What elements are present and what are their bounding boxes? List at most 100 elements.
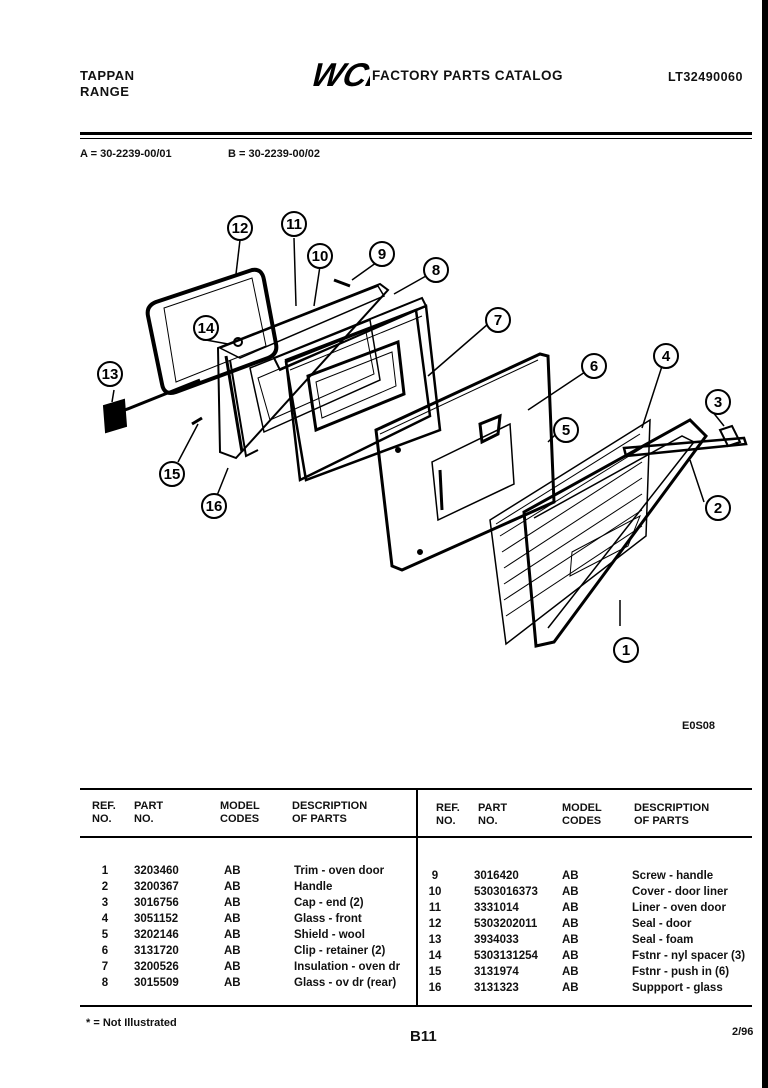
part-9-screw — [333, 278, 351, 288]
part-no: 3202146 — [134, 929, 179, 941]
ref-no: 16 — [428, 982, 442, 994]
part-7-inner-panel — [284, 308, 432, 482]
description: Fstnr - nyl spacer (3) — [632, 950, 746, 962]
ref-no: 7 — [101, 961, 109, 973]
table-top-rule — [80, 788, 752, 790]
model-codes: AB — [224, 945, 241, 957]
model-codes: AB — [224, 897, 241, 909]
model-codes: AB — [562, 982, 579, 994]
part-13-foam-seal — [102, 378, 201, 434]
table-row: 6 3131720 AB Clip - retainer (2) — [94, 943, 424, 959]
table-row: 14 5303131254 AB Fstnr - nyl spacer (3) — [424, 948, 754, 964]
part-no: 3015509 — [134, 977, 179, 989]
ref-no: 8 — [101, 977, 109, 989]
part-no: 3016756 — [134, 897, 179, 909]
part-no: 3016420 — [474, 870, 519, 882]
callout-15: 15 — [164, 466, 181, 483]
description: Suppport - glass — [632, 982, 723, 994]
description: Handle — [294, 881, 333, 893]
table-row: 16 3131323 AB Suppport - glass — [424, 980, 754, 996]
header-model-left: MODEL CODES — [220, 800, 260, 825]
model-codes: AB — [224, 977, 241, 989]
description: Seal - door — [632, 918, 692, 930]
description: Trim - oven door — [294, 865, 385, 877]
description: Liner - oven door — [632, 902, 726, 914]
callout-7: 7 — [494, 312, 502, 329]
model-codes: AB — [562, 918, 579, 930]
model-codes: AB — [562, 966, 579, 978]
footnote: * = Not Illustrated — [86, 1017, 177, 1029]
description: Cap - end (2) — [294, 897, 364, 909]
catalog-title: FACTORY PARTS CATALOG — [372, 68, 564, 83]
header-model-right: MODEL CODES — [562, 802, 602, 827]
part-no: 5303202011 — [474, 918, 538, 930]
model-codes: AB — [562, 870, 579, 882]
description: Shield - wool — [294, 929, 365, 941]
description: Fstnr - push in (6) — [632, 966, 730, 978]
part-no: 3131720 — [134, 945, 179, 957]
callout-5: 5 — [562, 422, 570, 439]
part-14-spacer — [233, 337, 243, 347]
model-codes: AB — [562, 886, 579, 898]
description: Insulation - oven dr — [294, 961, 401, 973]
model-code-a: A = 30-2239-00/01 — [80, 148, 172, 160]
part-11-liner — [216, 282, 390, 460]
callout-6: 6 — [590, 358, 598, 375]
part-no: 5303016373 — [474, 886, 538, 898]
header-desc-left: DESCRIPTION OF PARTS — [292, 800, 368, 825]
part-no: 3131974 — [474, 966, 519, 978]
ref-no: 12 — [428, 918, 442, 930]
header-rule-thin — [80, 138, 752, 139]
table-divider — [416, 790, 418, 1006]
part-no: 3131323 — [474, 982, 519, 994]
model-codes: AB — [562, 934, 579, 946]
part-no: 3051152 — [134, 913, 179, 925]
description: Glass - ov dr (rear) — [294, 977, 397, 989]
brand-line-2: RANGE — [80, 84, 130, 99]
part-no: 3200526 — [134, 961, 179, 973]
page-edge-bar — [762, 0, 768, 1088]
part-no: 5303131254 — [474, 950, 538, 962]
model-codes: AB — [224, 865, 241, 877]
model-codes: AB — [224, 913, 241, 925]
table-row: 8 3015509 AB Glass - ov dr (rear) — [94, 975, 424, 991]
diagram-code: E0S08 — [682, 720, 716, 732]
model-codes: AB — [562, 950, 579, 962]
callout-13: 13 — [102, 366, 119, 383]
table-row: 12 5303202011 AB Seal - door — [424, 916, 754, 932]
part-no: 3934033 — [474, 934, 519, 946]
callout-11: 11 — [286, 216, 302, 233]
page-number: B11 — [410, 1028, 437, 1045]
description: Clip - retainer (2) — [294, 945, 386, 957]
description: Glass - front — [294, 913, 362, 925]
table-row: 9 3016420 AB Screw - handle — [424, 868, 754, 884]
callout-4: 4 — [662, 348, 671, 365]
part-15-fastener — [191, 416, 203, 426]
ref-no: 6 — [101, 945, 109, 957]
callout-12: 12 — [232, 220, 249, 237]
part-2-handle — [622, 424, 748, 458]
brand-line-1: TAPPAN — [80, 68, 135, 83]
ref-no: 9 — [431, 870, 439, 882]
callout-14: 14 — [198, 320, 215, 337]
callout-16: 16 — [206, 498, 223, 515]
wci-logo: WCI — [306, 56, 382, 94]
ref-no: 1 — [101, 865, 109, 877]
callout-10: 10 — [312, 248, 329, 265]
ref-no: 10 — [428, 886, 442, 898]
callout-8: 8 — [432, 262, 440, 279]
callout-9: 9 — [378, 246, 386, 263]
ref-no: 5 — [101, 929, 109, 941]
ref-no: 14 — [428, 950, 442, 962]
table-bottom-rule — [80, 1005, 752, 1007]
header-desc-right: DESCRIPTION OF PARTS — [634, 802, 710, 827]
ref-no: 13 — [428, 934, 442, 946]
part-no: 3203460 — [134, 865, 179, 877]
description: Screw - handle — [632, 870, 714, 882]
